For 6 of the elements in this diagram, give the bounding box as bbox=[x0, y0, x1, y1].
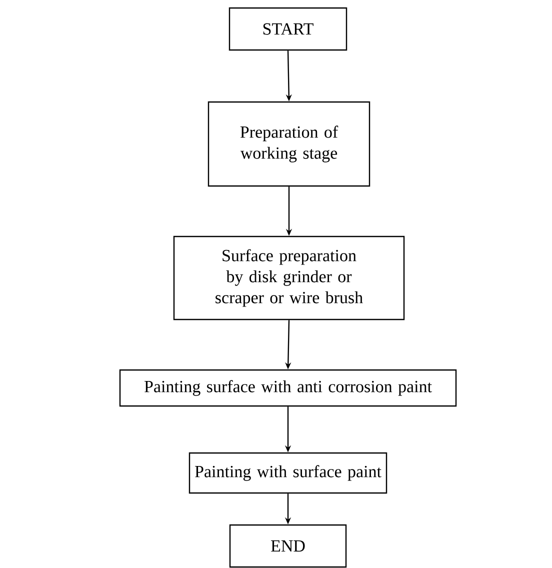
process-box: Painting with surface paint bbox=[188, 452, 388, 494]
process-box: Surface preparation by disk grinder or scraper or wire brush bbox=[173, 236, 405, 320]
process-box: START bbox=[228, 7, 348, 51]
process-box: Painting surface with anti corrosion paint bbox=[119, 369, 457, 407]
process-box: Preparation of working stage bbox=[208, 101, 370, 187]
process-box: END bbox=[229, 524, 347, 568]
